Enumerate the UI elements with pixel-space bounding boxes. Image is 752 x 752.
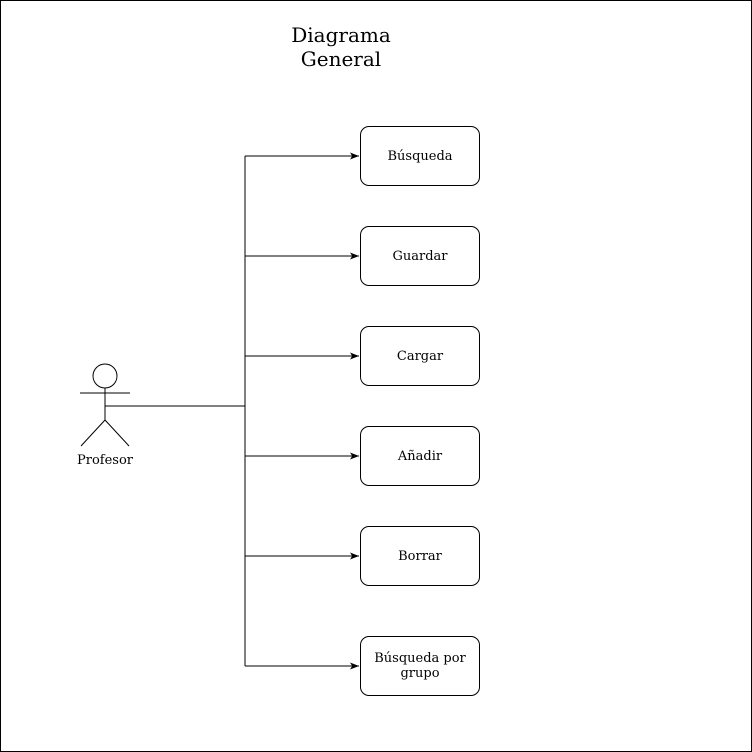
- usecase-cargar[interactable]: Cargar: [360, 326, 480, 386]
- diagram-title-line-2: General: [300, 47, 382, 71]
- actor-label: Profesor: [76, 453, 133, 468]
- actor-left-leg: [80, 419, 106, 447]
- usecase-busqueda[interactable]: Búsqueda: [360, 126, 480, 186]
- actor-head: [92, 363, 118, 389]
- usecase-busqueda-por-grupo[interactable]: Búsqueda por grupo: [360, 636, 480, 696]
- diagram-title: Diagrama General: [241, 23, 441, 71]
- actor-right-leg: [104, 419, 130, 447]
- usecase-anadir[interactable]: Añadir: [360, 426, 480, 486]
- usecase-borrar[interactable]: Borrar: [360, 526, 480, 586]
- diagram-title-line-1: Diagrama: [291, 23, 391, 47]
- actor-stick-figure[interactable]: [80, 363, 130, 447]
- usecase-guardar[interactable]: Guardar: [360, 226, 480, 286]
